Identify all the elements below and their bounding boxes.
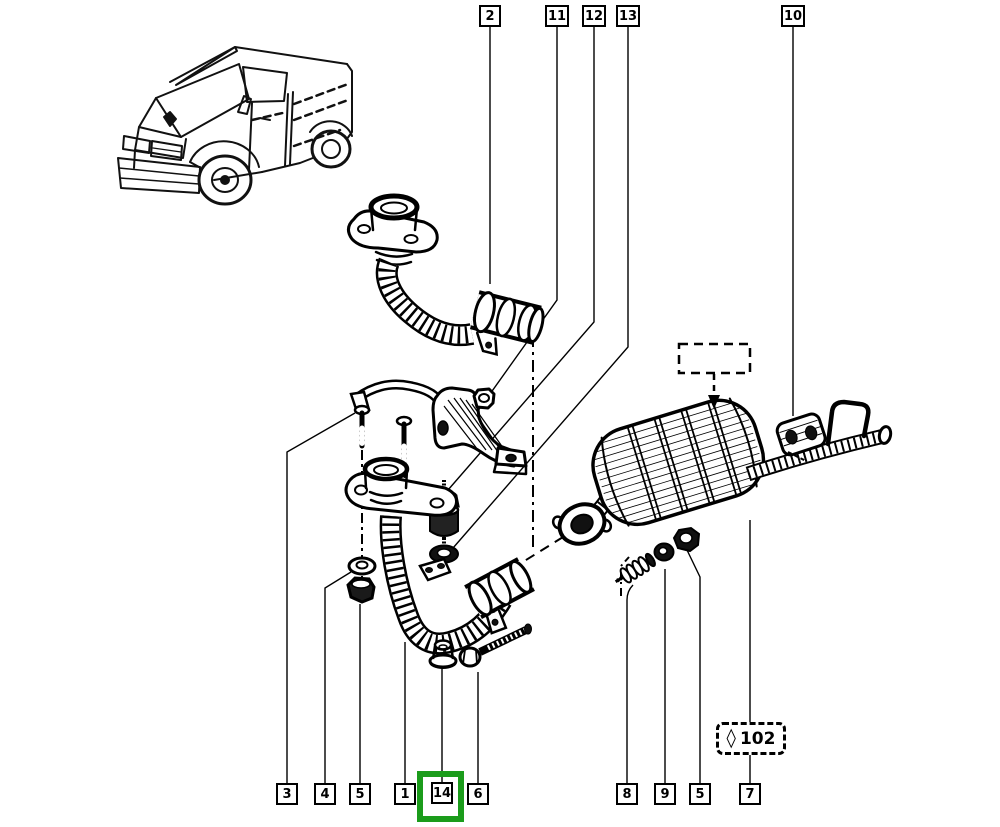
muffler-body bbox=[591, 397, 766, 527]
callout-14-highlighted[interactable]: 14 bbox=[431, 782, 453, 804]
inlet-flange bbox=[551, 502, 613, 546]
front-downpipe bbox=[347, 193, 545, 356]
callout-4[interactable]: 4 bbox=[314, 783, 336, 805]
callout-5-left[interactable]: 5 bbox=[349, 783, 371, 805]
callout-12[interactable]: 12 bbox=[582, 5, 606, 27]
reference-number: 102 bbox=[739, 728, 776, 749]
muffler-assembly bbox=[551, 397, 893, 546]
flange-nut-right bbox=[672, 526, 701, 553]
clamp-bolt bbox=[458, 623, 532, 668]
callout-11[interactable]: 11 bbox=[545, 5, 569, 27]
callout-3[interactable]: 3 bbox=[276, 783, 298, 805]
highlighted-flange-nut bbox=[428, 639, 458, 669]
placeholder-callout bbox=[677, 342, 752, 409]
callout-7[interactable]: 7 bbox=[739, 783, 761, 805]
rubber-hanger bbox=[775, 412, 827, 462]
highlight-frame bbox=[417, 771, 464, 822]
arrow-head bbox=[708, 395, 720, 409]
intermediate-downpipe bbox=[344, 456, 535, 655]
callout-9[interactable]: 9 bbox=[654, 783, 676, 805]
callout-2[interactable]: 2 bbox=[479, 5, 501, 27]
tailpipe-tip bbox=[877, 425, 893, 445]
callout-8[interactable]: 8 bbox=[616, 783, 638, 805]
callout-10[interactable]: 10 bbox=[781, 5, 805, 27]
stud-washer bbox=[653, 542, 675, 562]
flange-nut-left bbox=[346, 576, 376, 604]
reference-box-102[interactable]: ◊ 102 bbox=[716, 722, 786, 755]
callout-5-right[interactable]: 5 bbox=[689, 783, 711, 805]
leader-lines bbox=[286, 27, 794, 783]
callout-1[interactable]: 1 bbox=[394, 783, 416, 805]
mounting-bracket bbox=[431, 386, 528, 476]
callout-13[interactable]: 13 bbox=[616, 5, 640, 27]
spring-stud bbox=[614, 552, 656, 584]
bracket-nut bbox=[472, 387, 496, 410]
van-illustration bbox=[117, 46, 353, 206]
flange-washer bbox=[347, 556, 377, 576]
hanger-hook bbox=[825, 399, 871, 447]
diamond-icon: ◊ bbox=[726, 726, 736, 749]
callout-6[interactable]: 6 bbox=[467, 783, 489, 805]
